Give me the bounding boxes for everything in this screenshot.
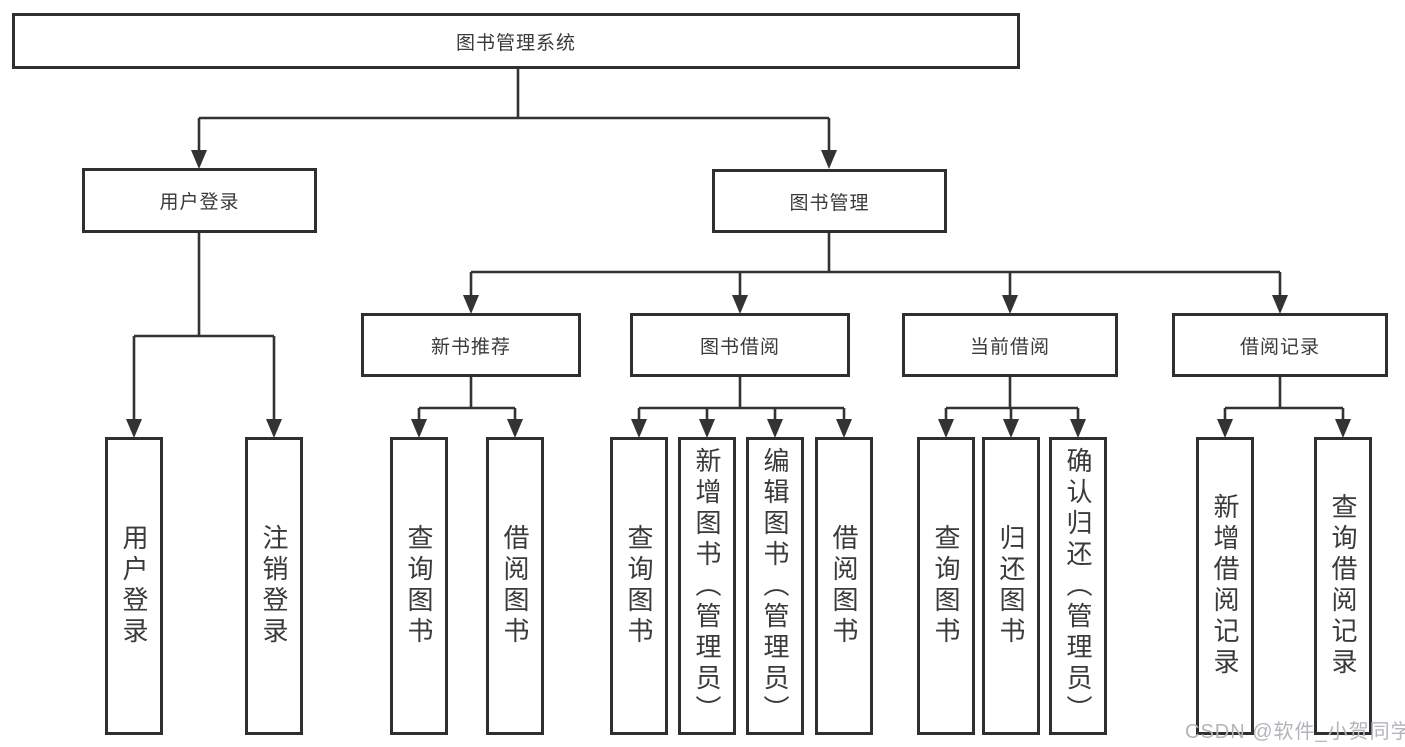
arrowheads [126,150,1351,438]
leaf-edit-books-admin: 编辑图书（管理员） [746,437,804,735]
leaf-borrow-books: 借阅图书 [815,437,873,735]
leaf-query-borrow-record: 查询借阅记录 [1314,437,1372,735]
node-user-login: 用户登录 [82,168,317,233]
node-new-book-recommendation: 新书推荐 [361,313,581,377]
csdn-watermark: CSDN @软件_小贺同学 [1185,721,1405,743]
leaf-user-login: 用户登录 [105,437,163,735]
leaf-add-books-admin: 新增图书（管理员） [678,437,736,735]
node-library-management-system: 图书管理系统 [12,13,1020,69]
leaf-query-books-recommend: 查询图书 [390,437,448,735]
leaf-confirm-return-admin: 确认归还（管理员） [1049,437,1107,735]
node-borrowing-records: 借阅记录 [1172,313,1388,377]
leaf-query-books-current: 查询图书 [917,437,975,735]
leaf-logout: 注销登录 [245,437,303,735]
node-current-borrowing: 当前借阅 [902,313,1118,377]
leaf-query-books-borrow: 查询图书 [610,437,668,735]
leaf-return-books: 归还图书 [982,437,1040,735]
leaf-borrow-books-recommend: 借阅图书 [486,437,544,735]
node-book-borrowing: 图书借阅 [630,313,850,377]
node-book-management: 图书管理 [712,169,947,233]
leaf-add-borrow-record: 新增借阅记录 [1196,437,1254,735]
